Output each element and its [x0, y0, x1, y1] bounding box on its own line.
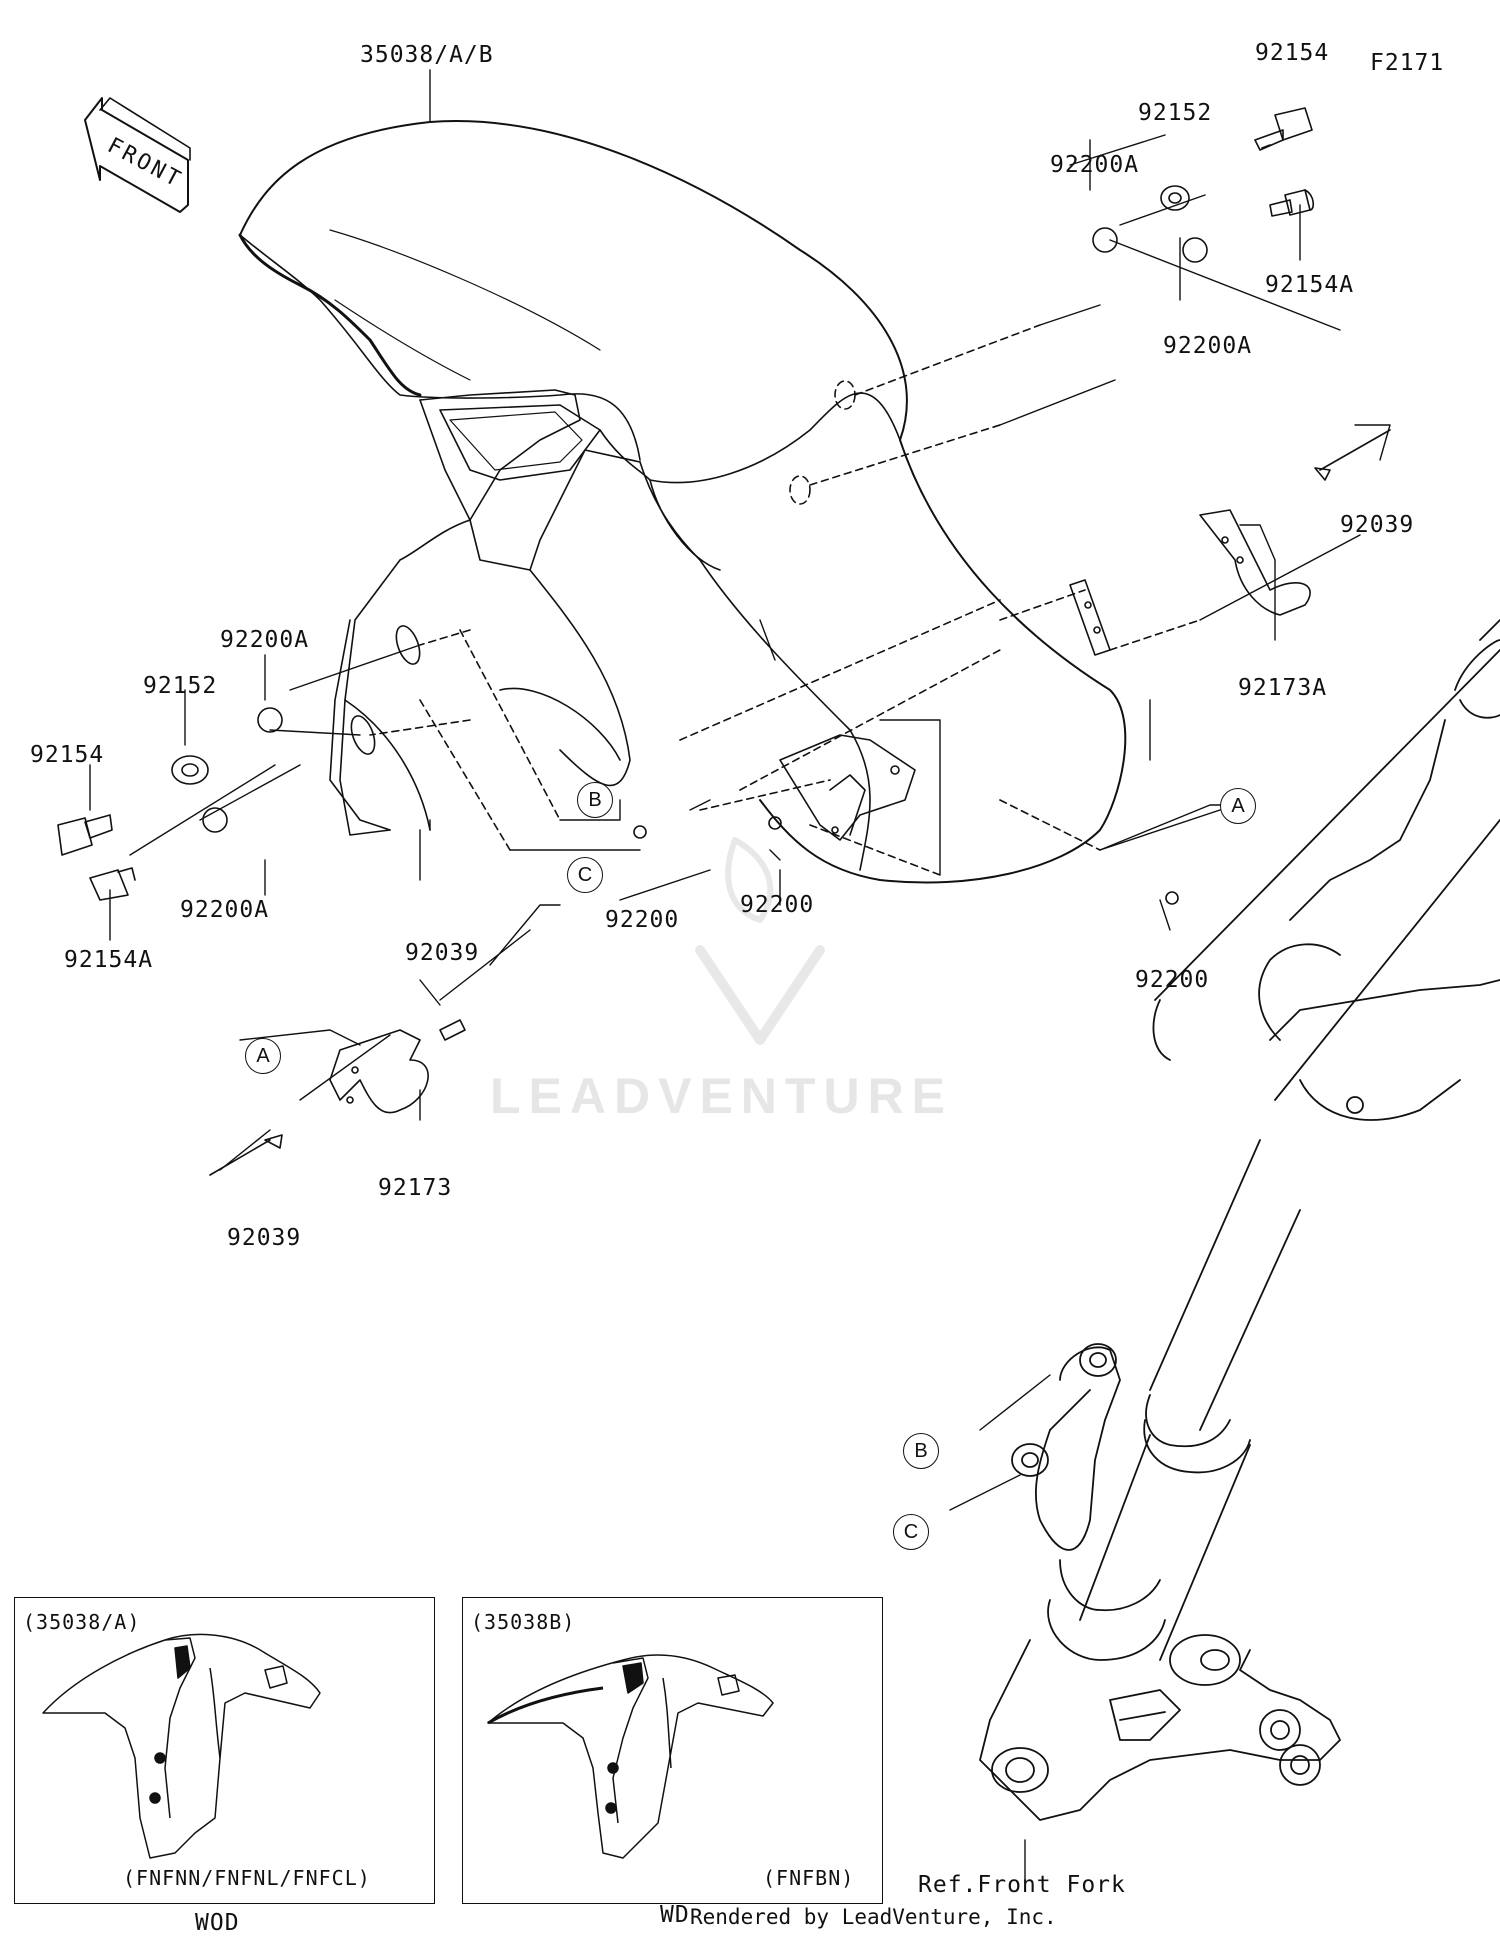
callout-b-fork: B — [903, 1433, 939, 1469]
figure-code: F2171 — [1370, 50, 1445, 76]
label-oring-left-top: 92200A — [220, 627, 310, 653]
inset-a-code: (35038/A) — [23, 1610, 141, 1634]
label-oring-top-left: 92200A — [1050, 152, 1140, 178]
front-arrow-icon: FRONT — [84, 97, 191, 213]
label-bolt-top-right: 92154A — [1265, 272, 1355, 298]
front-label: FRONT — [103, 133, 186, 193]
label-rivet-right: 92039 — [1340, 512, 1415, 538]
inset-b-code: (35038B) — [471, 1610, 576, 1634]
label-oring-top-right: 92200A — [1163, 333, 1253, 359]
label-fender: 35038/A/B — [360, 42, 494, 68]
label-oring-left-bottom: 92200A — [180, 897, 270, 923]
inset-b-fender-icon — [487, 1654, 774, 1859]
inset-35038-a: (35038/A) (FNFNN/FNFNL/FNFCL) — [14, 1597, 435, 1904]
watermark-text: LEADVENTURE — [490, 1068, 954, 1124]
hardware-left — [57, 707, 1179, 1176]
footer-credit: Rendered by LeadVenture, Inc. — [690, 1905, 1057, 1929]
label-rivet-left-bottom: 92039 — [227, 1225, 302, 1251]
front-fork-illustration — [979, 619, 1500, 1821]
callout-c-mid: C — [567, 857, 603, 893]
label-grommet-1: 92200 — [605, 907, 680, 933]
label-bolt-left: 92154 — [30, 742, 105, 768]
callout-a-right: A — [1220, 788, 1256, 824]
label-washer-top: 92152 — [1138, 100, 1213, 126]
ref-front-fork-label: Ref.Front Fork — [918, 1872, 1126, 1898]
front-fender-illustration — [238, 120, 1127, 884]
label-bolt-top: 92154 — [1255, 40, 1330, 66]
label-clamp-right: 92173A — [1238, 675, 1328, 701]
watermark-logo-icon — [695, 837, 825, 1045]
inset-a-models: (FNFNN/FNFNL/FNFCL) — [123, 1866, 371, 1890]
inset-b-caption: WD — [660, 1902, 690, 1928]
callout-b-mid: B — [577, 782, 613, 818]
label-grommet-3: 92200 — [1135, 967, 1210, 993]
inset-b-models: (FNFBN) — [763, 1866, 855, 1890]
callout-c-fork: C — [893, 1514, 929, 1550]
inset-35038-b: (35038B) (FNFBN) — [462, 1597, 883, 1904]
label-grommet-2: 92200 — [740, 892, 815, 918]
label-washer-left: 92152 — [143, 673, 218, 699]
inset-a-fender-icon — [42, 1633, 321, 1859]
inset-a-caption: WOD — [195, 1910, 240, 1936]
label-clamp-left: 92173 — [378, 1175, 453, 1201]
label-bolt-left-bottom: 92154A — [64, 947, 154, 973]
label-rivet-left-top: 92039 — [405, 940, 480, 966]
callout-a-left: A — [245, 1038, 281, 1074]
hardware-top-right — [1092, 107, 1391, 616]
